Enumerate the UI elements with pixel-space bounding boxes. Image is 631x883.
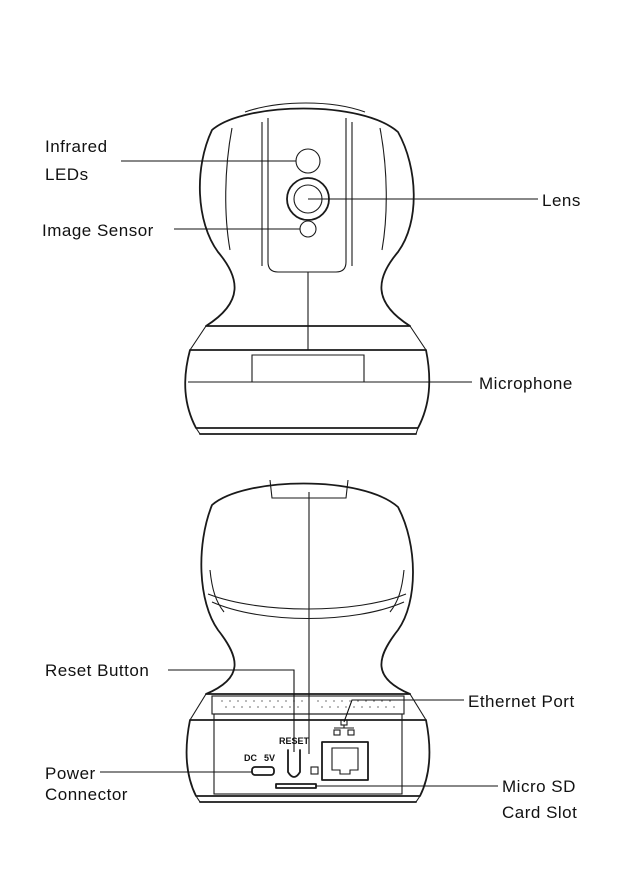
front-base-top-line-right xyxy=(410,326,426,350)
back-head-seam-2 xyxy=(212,602,404,619)
back-head-seam xyxy=(208,594,406,609)
label-microphone: Microphone xyxy=(479,374,573,393)
front-side-band-left xyxy=(226,128,232,250)
camera-front-view xyxy=(185,103,429,434)
back-vent-band xyxy=(212,696,404,714)
label-infrared-leds-line2: LEDs xyxy=(45,165,89,184)
front-face-plate xyxy=(268,118,346,272)
infrared-led xyxy=(296,149,320,173)
label-micro-sd-line2: Card Slot xyxy=(502,803,577,822)
label-ethernet-port: Ethernet Port xyxy=(468,692,575,711)
voltage-print: 5V xyxy=(264,753,275,763)
label-power-connector-line1: Power xyxy=(45,764,96,783)
front-base-window xyxy=(252,355,364,382)
network-symbol-icon xyxy=(334,720,354,735)
label-image-sensor: Image Sensor xyxy=(42,221,154,240)
front-side-band-right xyxy=(380,128,386,250)
label-reset-button: Reset Button xyxy=(45,661,149,680)
reset-mark xyxy=(311,767,318,774)
back-vent-dots xyxy=(221,700,395,708)
front-body-outline xyxy=(200,109,414,327)
label-infrared-leds-line1: Infrared xyxy=(45,137,108,156)
back-body-outline xyxy=(201,484,413,695)
label-lens: Lens xyxy=(542,191,581,210)
front-base-top-line xyxy=(190,326,206,350)
back-base-right-join xyxy=(410,694,426,720)
micro-sd-slot xyxy=(276,784,316,788)
dc-print: DC xyxy=(244,753,257,763)
label-micro-sd-line1: Micro SD xyxy=(502,777,576,796)
back-base-left-join xyxy=(190,694,206,720)
ethernet-port-socket xyxy=(332,748,358,774)
back-side-band-right xyxy=(390,570,404,612)
reset-button xyxy=(288,750,300,777)
front-base-outline xyxy=(185,350,429,428)
back-port-panel xyxy=(214,714,402,794)
camera-back-view: DC 5V RESET xyxy=(187,480,430,802)
image-sensor xyxy=(300,221,316,237)
label-power-connector-line2: Connector xyxy=(45,785,128,804)
power-connector-port xyxy=(252,767,274,775)
